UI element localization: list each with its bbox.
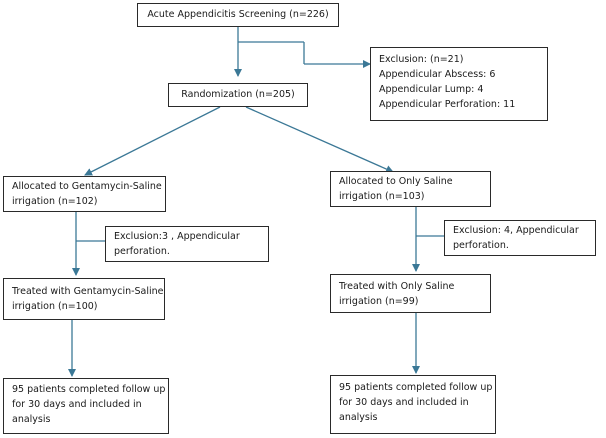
screening-text: Acute Appendicitis Screening (n=226) (147, 9, 329, 20)
saline-exclusion-line-1: Exclusion: 4, Appendicular (453, 225, 579, 236)
saline-treated-line-2: irrigation (n=99) (339, 296, 419, 307)
gentamycin-treated-line-2: irrigation (n=100) (12, 301, 98, 312)
initial-exclusion-box: Exclusion: (n=21) Appendicular Abscess: … (370, 47, 548, 121)
saline-followup-line-1: 95 patients completed follow up (339, 382, 493, 393)
initial-exclusion-line-1: Exclusion: (n=21) (379, 54, 464, 65)
gentamycin-followup-line-3: analysis (12, 414, 51, 425)
screening-box: Acute Appendicitis Screening (n=226) (137, 3, 339, 27)
gentamycin-allocated-line-1: Allocated to Gentamycin-Saline (12, 181, 162, 192)
initial-exclusion-line-2: Appendicular Abscess: 6 (379, 69, 496, 80)
gentamycin-treated-box: Treated with Gentamycin-Saline irrigatio… (3, 278, 165, 320)
saline-allocated-line-2: irrigation (n=103) (339, 191, 425, 202)
saline-allocated-line-1: Allocated to Only Saline (339, 176, 453, 187)
saline-treated-box: Treated with Only Saline irrigation (n=9… (330, 274, 491, 313)
arrow-randomization-to-saline (245, 106, 394, 173)
gentamycin-exclusion-line-2: perforation. (114, 246, 170, 257)
saline-followup-line-3: analysis (339, 412, 378, 423)
randomization-box: Randomization (n=205) (168, 83, 308, 107)
gentamycin-exclusion-line-1: Exclusion:3 , Appendicular (114, 231, 240, 242)
gentamycin-exclusion-box: Exclusion:3 , Appendicular perforation. (105, 226, 269, 262)
saline-followup-box: 95 patients completed follow up for 30 d… (330, 375, 496, 434)
gentamycin-allocated-box: Allocated to Gentamycin-Saline irrigatio… (3, 176, 166, 212)
gentamycin-followup-line-2: for 30 days and included in (12, 399, 142, 410)
saline-allocated-box: Allocated to Only Saline irrigation (n=1… (330, 171, 491, 207)
saline-treated-line-1: Treated with Only Saline (339, 281, 455, 292)
initial-exclusion-line-3: Appendicular Lump: 4 (379, 84, 484, 95)
gentamycin-followup-box: 95 patients completed follow up for 30 d… (3, 378, 169, 434)
arrow-randomization-to-gentamycin (84, 106, 221, 176)
gentamycin-treated-line-1: Treated with Gentamycin-Saline (12, 286, 164, 297)
gentamycin-allocated-line-2: irrigation (n=102) (12, 196, 98, 207)
initial-exclusion-line-4: Appendicular Perforation: 11 (379, 99, 516, 110)
saline-followup-line-2: for 30 days and included in (339, 397, 469, 408)
randomization-text: Randomization (n=205) (181, 89, 295, 100)
gentamycin-followup-line-1: 95 patients completed follow up (12, 384, 166, 395)
saline-exclusion-box: Exclusion: 4, Appendicular perforation. (444, 220, 596, 256)
saline-exclusion-line-2: perforation. (453, 240, 509, 251)
